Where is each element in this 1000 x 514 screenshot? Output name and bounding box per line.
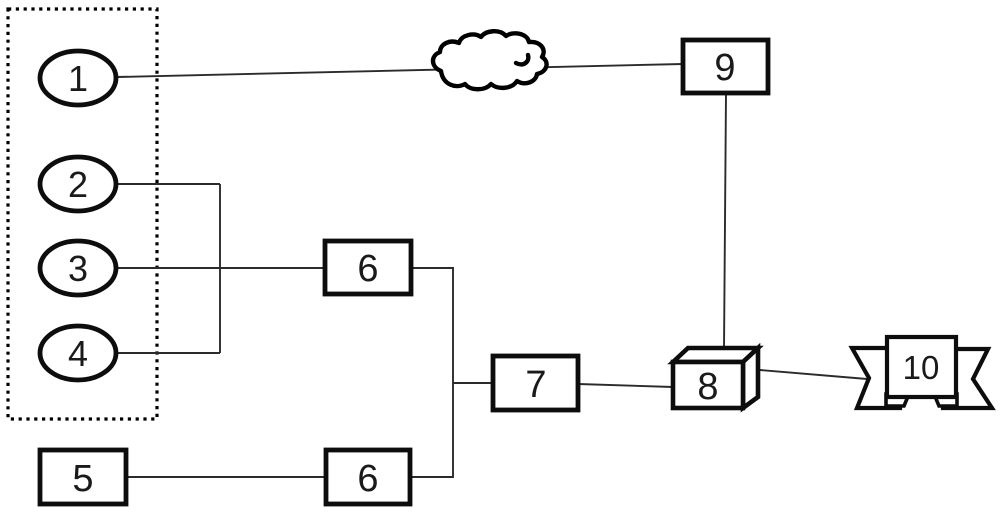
node-6-lower-label: 6	[357, 458, 378, 500]
node-8-cube	[667, 342, 764, 413]
node-3-label: 3	[68, 248, 88, 289]
connector-lines	[116, 63, 868, 478]
node-6-upper-rect	[322, 238, 414, 297]
banner-panel	[884, 334, 959, 400]
right-vertical-bus	[410, 267, 454, 478]
node-7-rect	[490, 353, 581, 413]
node-9-rect	[680, 37, 771, 96]
node-9-label: 9	[714, 47, 735, 89]
edge-9-8	[723, 92, 727, 350]
node-labels: 1 2 3 4 5 6 6 7 8 9 10	[68, 47, 939, 500]
cloud-inner-curl	[513, 52, 531, 67]
node-1-ellipse	[37, 48, 119, 108]
node-5-rect	[37, 447, 129, 507]
node-3-ellipse	[37, 238, 119, 298]
cube-front-face	[670, 359, 746, 411]
node-2-label: 2	[68, 164, 88, 205]
node-6-upper-label: 6	[357, 248, 378, 290]
node-8-label: 8	[697, 366, 718, 408]
edge-8-10	[759, 369, 868, 380]
edge-1-cloud-9	[116, 63, 684, 78]
node-6-lower-rect	[323, 447, 413, 507]
node-4-ellipse	[37, 323, 119, 383]
node-5-label: 5	[72, 458, 93, 500]
node-1-label: 1	[68, 58, 88, 99]
cloud-icon	[430, 29, 549, 92]
node-7-label: 7	[525, 364, 546, 406]
dotted-group-container	[6, 7, 159, 421]
node-10-banner	[848, 334, 996, 411]
ellipse-nodes	[37, 48, 119, 383]
node-10-label: 10	[903, 349, 940, 386]
node-2-ellipse	[37, 154, 119, 214]
rectangle-nodes	[37, 37, 771, 507]
node-4-label: 4	[68, 333, 88, 374]
edge-7-8	[577, 383, 674, 388]
